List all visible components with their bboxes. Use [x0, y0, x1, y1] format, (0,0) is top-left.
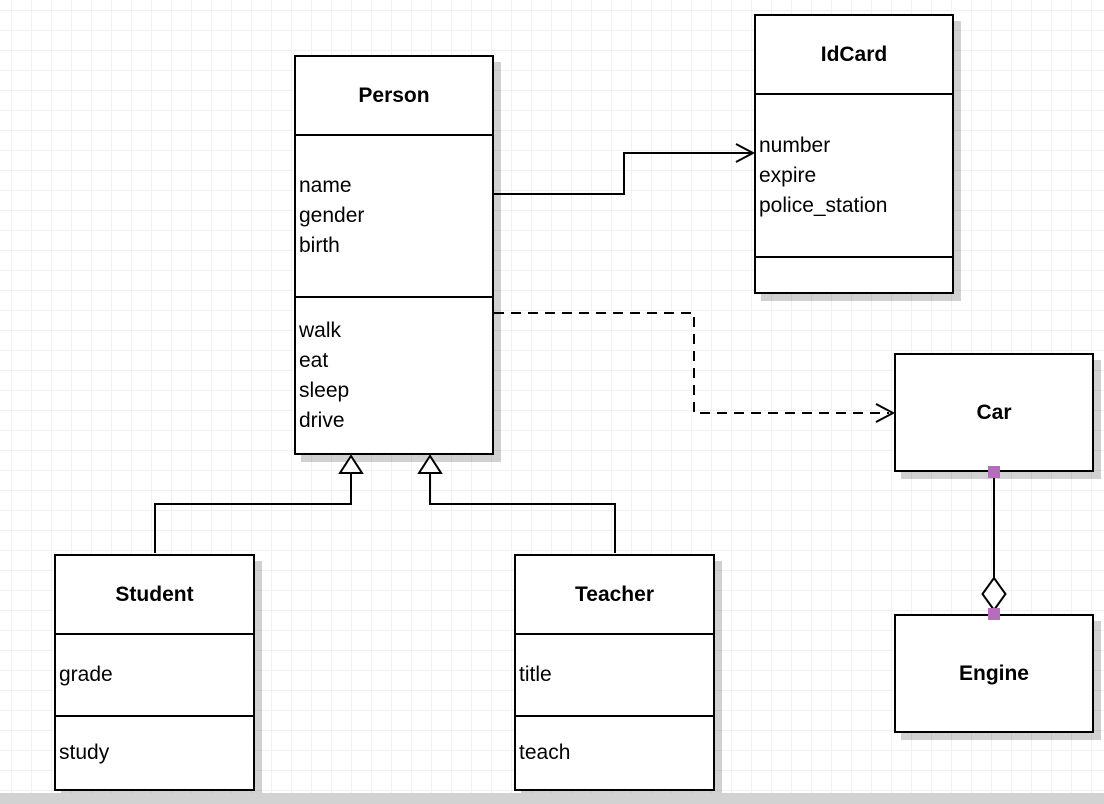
open-arrowhead-icon: [735, 143, 756, 163]
class-title: IdCard: [820, 42, 888, 66]
edge-student-person[interactable]: [154, 454, 364, 553]
generalization-triangle-icon: [338, 454, 364, 474]
aggregation-diamond-icon: [981, 576, 1007, 612]
attribute: number: [759, 133, 831, 157]
class-title: Teacher: [575, 582, 654, 606]
class-box-teacher[interactable]: Teacher title teach: [514, 554, 715, 791]
attribute: expire: [759, 163, 817, 187]
edge-person-car[interactable]: [494, 312, 896, 423]
edge-person-idcard[interactable]: [494, 143, 756, 195]
method: study: [59, 741, 110, 764]
class-methods-empty: [756, 256, 952, 292]
class-box-car[interactable]: Car: [894, 353, 1094, 472]
class-methods: study: [56, 715, 253, 789]
method: drive: [299, 408, 345, 432]
class-attributes: number expire police_station: [756, 93, 952, 256]
class-attributes: grade: [56, 633, 253, 715]
edge-teacher-person[interactable]: [417, 454, 616, 553]
attribute: birth: [299, 234, 340, 257]
method: eat: [299, 348, 329, 372]
edge-car-engine[interactable]: [981, 466, 1007, 620]
page-edge: [0, 793, 1104, 804]
generalization-triangle-icon: [417, 454, 443, 474]
method: sleep: [299, 378, 350, 402]
class-box-person[interactable]: Person name gender birth walk eat sleep …: [294, 55, 494, 455]
class-methods: walk eat sleep drive: [296, 296, 492, 453]
class-title: Car: [976, 400, 1012, 424]
class-box-engine[interactable]: Engine: [894, 614, 1094, 733]
attribute: title: [519, 663, 552, 686]
attribute: gender: [299, 204, 365, 227]
method: teach: [519, 741, 571, 764]
class-box-student[interactable]: Student grade study: [54, 554, 255, 791]
class-title: Engine: [958, 661, 1029, 685]
attribute: grade: [59, 663, 113, 686]
attribute: name: [299, 174, 352, 197]
class-attributes: title: [516, 633, 713, 715]
attribute: police_station: [759, 193, 888, 217]
class-attributes: name gender birth: [296, 134, 492, 296]
class-methods: teach: [516, 715, 713, 789]
class-box-idcard[interactable]: IdCard number expire police_station: [754, 14, 954, 294]
class-title: Person: [358, 83, 430, 107]
open-arrowhead-icon: [875, 403, 896, 423]
method: walk: [299, 318, 342, 342]
class-title: Student: [115, 582, 194, 606]
